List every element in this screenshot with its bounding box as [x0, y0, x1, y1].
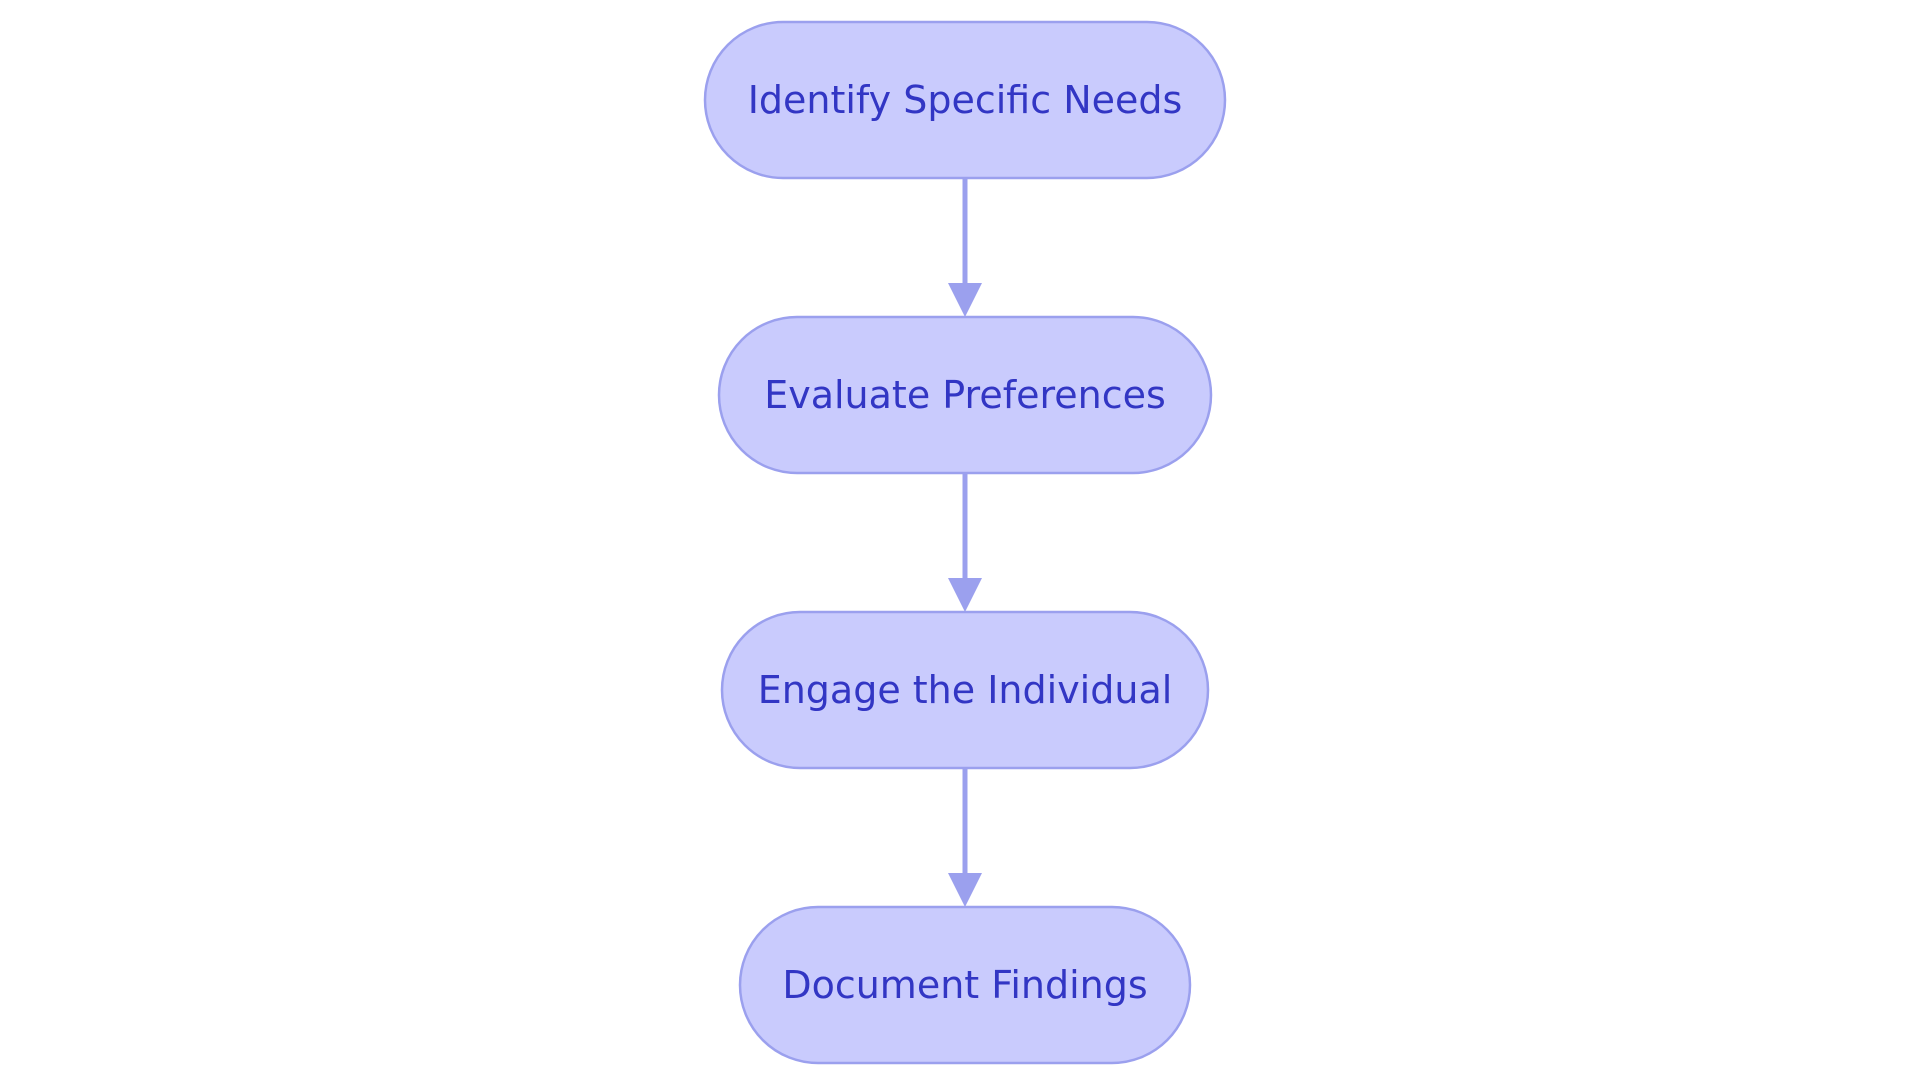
- edges: [948, 178, 982, 907]
- node-label: Identify Specific Needs: [748, 78, 1183, 122]
- node-document-findings: Document Findings: [738, 905, 1192, 1065]
- node-shape: [738, 905, 1192, 1065]
- node-label: Evaluate Preferences: [764, 373, 1166, 417]
- arrow-head-icon: [948, 283, 982, 317]
- node-shape: [717, 315, 1213, 475]
- node-label: Document Findings: [782, 963, 1147, 1007]
- node-shape: [703, 20, 1227, 180]
- node-label: Engage the Individual: [758, 668, 1173, 712]
- arrow-head-icon: [948, 873, 982, 907]
- node-engage-the-individual: Engage the Individual: [720, 610, 1210, 770]
- arrow-head-icon: [948, 578, 982, 612]
- node-evaluate-preferences: Evaluate Preferences: [717, 315, 1213, 475]
- node-identify-specific-needs: Identify Specific Needs: [703, 20, 1227, 180]
- node-shape: [720, 610, 1210, 770]
- nodes: Identify Specific Needs Evaluate Prefere…: [703, 20, 1227, 1065]
